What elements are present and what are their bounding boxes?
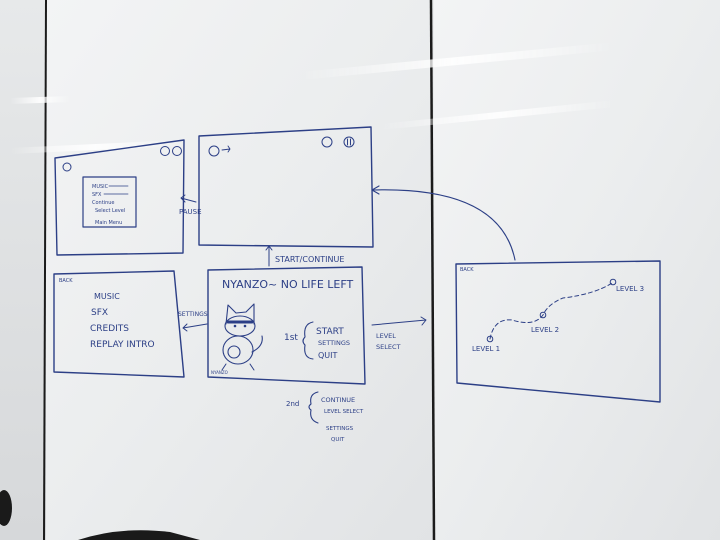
dark-object-left: [0, 490, 12, 526]
settings-item: CREDITS: [90, 324, 129, 334]
settings-item: MUSIC: [94, 292, 120, 301]
settings-item: REPLAY INTRO: [90, 340, 155, 350]
level-select-screen-sketch: BACK LEVEL 1 LEVEL 2 LEVEL 3: [455, 260, 661, 403]
cat-head-icon: [62, 162, 72, 172]
brace-icon: [308, 391, 319, 424]
restart-icon: [160, 146, 170, 156]
level-select-label-2: SELECT: [376, 343, 400, 351]
back-label: BACK: [59, 278, 73, 284]
second-time-option: QUIT: [331, 437, 345, 443]
second-time-option: SETTINGS: [326, 426, 354, 432]
pause-menu-item: Select Level: [95, 208, 125, 214]
restart-icon: [321, 136, 333, 148]
level-node: [486, 335, 494, 343]
level-select-screen-frame: [455, 260, 661, 403]
pause-icon: [172, 146, 182, 156]
gameplay-screen-frame: [198, 126, 374, 248]
cat-head-icon: [208, 145, 220, 157]
pause-screen-sketch: MUSIC SFX Continue Select Level Main Men…: [54, 139, 185, 256]
settings-screen-sketch: BACK MUSIC SFX CREDITS REPLAY INTRO: [53, 270, 185, 378]
nyanzo-cat-illustration: [221, 303, 263, 371]
pause-screen-frame: [54, 139, 185, 256]
returning-menu-notes: 2nd CONTINUE LEVEL SELECT SETTINGS QUIT: [286, 391, 364, 443]
settings-arrow: SETTINGS: [178, 311, 208, 332]
light-glare: [10, 42, 615, 154]
title-screen-sketch: NYANZO~ NO LIFE LEFT NYANZO 1st START SE…: [207, 266, 366, 385]
first-time-option: QUIT: [318, 351, 338, 360]
settings-arrow-label: SETTINGS: [178, 311, 208, 318]
settings-item: SFX: [91, 308, 108, 318]
second-time-option: CONTINUE: [321, 396, 355, 404]
pause-menu-box: [82, 176, 137, 228]
gameplay-screen-sketch: [198, 126, 374, 248]
level-select-label-1: LEVEL: [376, 332, 396, 340]
pause-menu-item: Main Menu: [95, 220, 122, 226]
settings-screen-frame: [53, 270, 185, 378]
cat-dash-icon: [221, 145, 231, 153]
level-label: LEVEL 3: [616, 285, 644, 293]
right-whiteboard-panel: [434, 0, 720, 540]
corner-label: NYANZO: [211, 370, 228, 375]
second-time-option: LEVEL SELECT: [324, 409, 364, 415]
first-time-option: START: [316, 327, 344, 337]
level-select-arrow: LEVEL SELECT: [371, 316, 427, 351]
brace-icon: [302, 321, 314, 360]
pause-menu-item: MUSIC: [92, 184, 109, 190]
pause-menu-item: Continue: [92, 200, 114, 206]
pause-menu-item: SFX: [92, 192, 102, 198]
board-frame-left: [43, 0, 47, 540]
title-screen-frame: [207, 266, 366, 385]
board-frame-divider: [429, 0, 436, 540]
level-to-gameplay-arrow: [371, 185, 516, 261]
level-path: [489, 282, 613, 340]
level-node: [539, 311, 547, 319]
first-time-option: SETTINGS: [318, 339, 350, 347]
game-title: NYANZO~ NO LIFE LEFT: [222, 278, 353, 291]
pause-arrow: PAUSE: [179, 194, 202, 216]
level-label: LEVEL 1: [472, 345, 500, 353]
first-time-label: 1st: [284, 333, 298, 343]
pause-arrow-label: PAUSE: [179, 208, 202, 216]
start-continue-label: START/CONTINUE: [275, 255, 344, 264]
second-time-label: 2nd: [286, 400, 299, 408]
level-label: LEVEL 2: [531, 326, 559, 334]
dark-object-bottom: [78, 530, 200, 540]
start-continue-arrow: START/CONTINUE: [265, 245, 344, 267]
back-label: BACK: [460, 267, 474, 273]
pause-icon: [343, 136, 355, 148]
level-node: [609, 278, 617, 286]
